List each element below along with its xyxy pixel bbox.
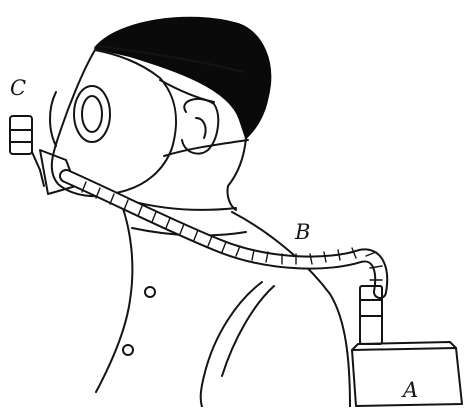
valve-c xyxy=(10,116,32,154)
coat-button xyxy=(123,345,133,355)
coat-outline xyxy=(96,200,132,392)
label-b: B xyxy=(295,222,310,243)
harness-strap-low xyxy=(164,140,248,156)
eyepiece xyxy=(74,86,110,142)
label-c: C xyxy=(10,78,26,99)
coat-button xyxy=(145,287,155,297)
label-a: A xyxy=(403,380,418,401)
neck-outline xyxy=(227,138,246,210)
hair xyxy=(95,18,270,138)
pack-strap xyxy=(201,282,262,407)
